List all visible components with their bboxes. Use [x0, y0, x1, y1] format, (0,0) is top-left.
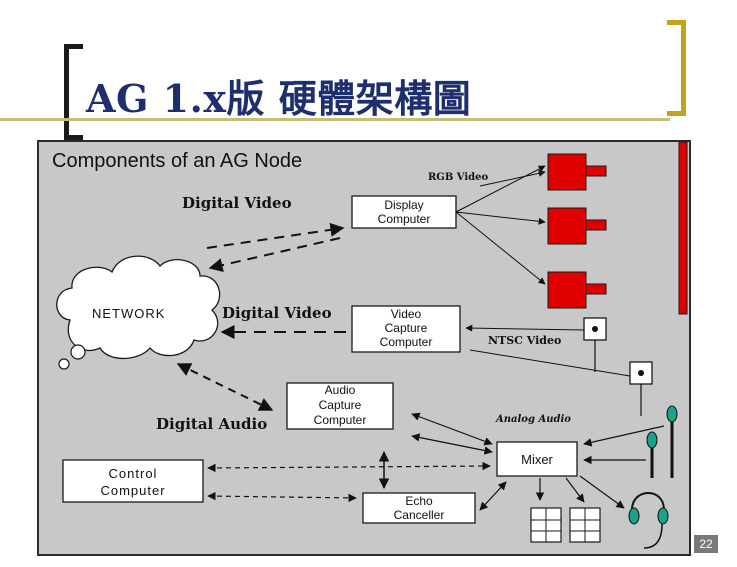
- camera2-to-videocap-line: [469, 349, 631, 377]
- camera-2: [629, 361, 653, 416]
- label-digital-audio: Digital Audio: [156, 415, 267, 433]
- audio-capture-line1: Audio: [325, 383, 356, 397]
- headset-icon: [628, 492, 669, 549]
- network-label: NETWORK: [92, 306, 165, 321]
- label-digital-video-top: Digital Video: [182, 194, 292, 212]
- control-computer-line1: Control: [109, 466, 158, 481]
- speaker-1: [530, 507, 562, 543]
- display-computer-box: Display Computer: [351, 195, 457, 229]
- net-audiocap-arrow: [176, 363, 274, 411]
- page-number: 22: [694, 535, 718, 553]
- video-capture-computer-box: Video Capture Computer: [351, 305, 461, 353]
- mixer-label: Mixer: [521, 452, 553, 467]
- control-computer-box: Control Computer: [62, 459, 204, 503]
- title-bracket-right: [667, 20, 686, 116]
- video-capture-line3: Computer: [380, 335, 433, 349]
- video-capture-line1: Video: [391, 307, 422, 321]
- projector-1: [547, 153, 607, 191]
- rgb-line-2: [455, 211, 546, 225]
- echo-canceller-line2: Canceller: [394, 508, 445, 522]
- camera1-to-videocap-line: [465, 324, 585, 332]
- network-cloud: NETWORK: [56, 255, 221, 370]
- projector-2: [547, 207, 607, 245]
- slide-title: AG 1.x版 硬體架構圖: [86, 76, 472, 121]
- audiocap-mixer-arrow-1: [411, 412, 493, 446]
- control-echo-arrow: [207, 491, 357, 503]
- audio-capture-computer-box: Audio Capture Computer: [286, 382, 394, 430]
- label-rgb-video: RGB Video: [428, 172, 489, 183]
- control-mixer-arrow: [207, 461, 491, 473]
- echo-canceller-line1: Echo: [405, 494, 433, 508]
- mixer-to-headset-arrow: [579, 475, 625, 509]
- net-to-display-arrow: [206, 222, 345, 249]
- label-digital-video-mid: Digital Video: [222, 304, 332, 322]
- title-underline: [0, 118, 670, 121]
- echo-mixer-arrow: [479, 481, 507, 511]
- label-analog-audio: Analog Audio: [495, 414, 571, 425]
- projector-3: [547, 271, 607, 309]
- label-ntsc-video: NTSC Video: [488, 334, 561, 347]
- diagram-heading: Components of an AG Node: [52, 150, 302, 172]
- audiocap-mixer-arrow-2: [411, 433, 493, 455]
- mic1-to-mixer-arrow: [583, 425, 665, 447]
- audio-capture-line3: Computer: [314, 413, 367, 427]
- projection-screen: [678, 141, 688, 315]
- microphone-1: [666, 405, 678, 478]
- mixer-box: Mixer: [496, 441, 578, 477]
- rgb-line-4: [479, 169, 546, 187]
- rgb-line-3: [455, 211, 546, 285]
- control-computer-line2: Computer: [100, 483, 165, 498]
- display-computer-line1: Display: [384, 198, 423, 212]
- audio-capture-line2: Capture: [319, 398, 362, 412]
- video-capture-line2: Capture: [385, 321, 428, 335]
- title-bracket-left: [64, 44, 83, 140]
- camera-1: [583, 317, 607, 372]
- display-to-net-arrow: [208, 237, 341, 272]
- speaker-2: [569, 507, 601, 543]
- rgb-line-1: [455, 165, 546, 213]
- mixer-to-speaker-arrow: [565, 477, 585, 503]
- display-computer-line2: Computer: [378, 212, 431, 226]
- echo-canceller-box: Echo Canceller: [362, 492, 476, 524]
- microphone-2: [646, 431, 658, 478]
